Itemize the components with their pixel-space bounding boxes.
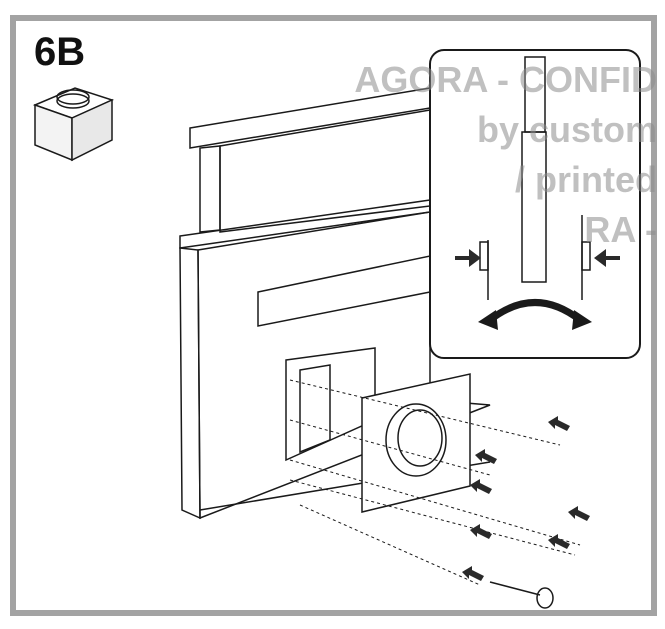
screwdriver-icon	[489, 581, 554, 609]
watermark-text: AGORA - CONFID	[354, 59, 657, 100]
adapter-box-icon	[32, 87, 115, 162]
watermark-text: / printed	[515, 159, 657, 200]
detail-inset	[429, 49, 641, 359]
watermark-text: RA -	[584, 209, 657, 250]
step-number: 6B	[34, 30, 86, 74]
diagram-frame	[10, 15, 657, 616]
dashed-guides	[289, 379, 581, 586]
watermark-text: by custom	[476, 109, 657, 150]
screw-arrows	[462, 416, 590, 581]
outlet-plate	[361, 373, 471, 513]
